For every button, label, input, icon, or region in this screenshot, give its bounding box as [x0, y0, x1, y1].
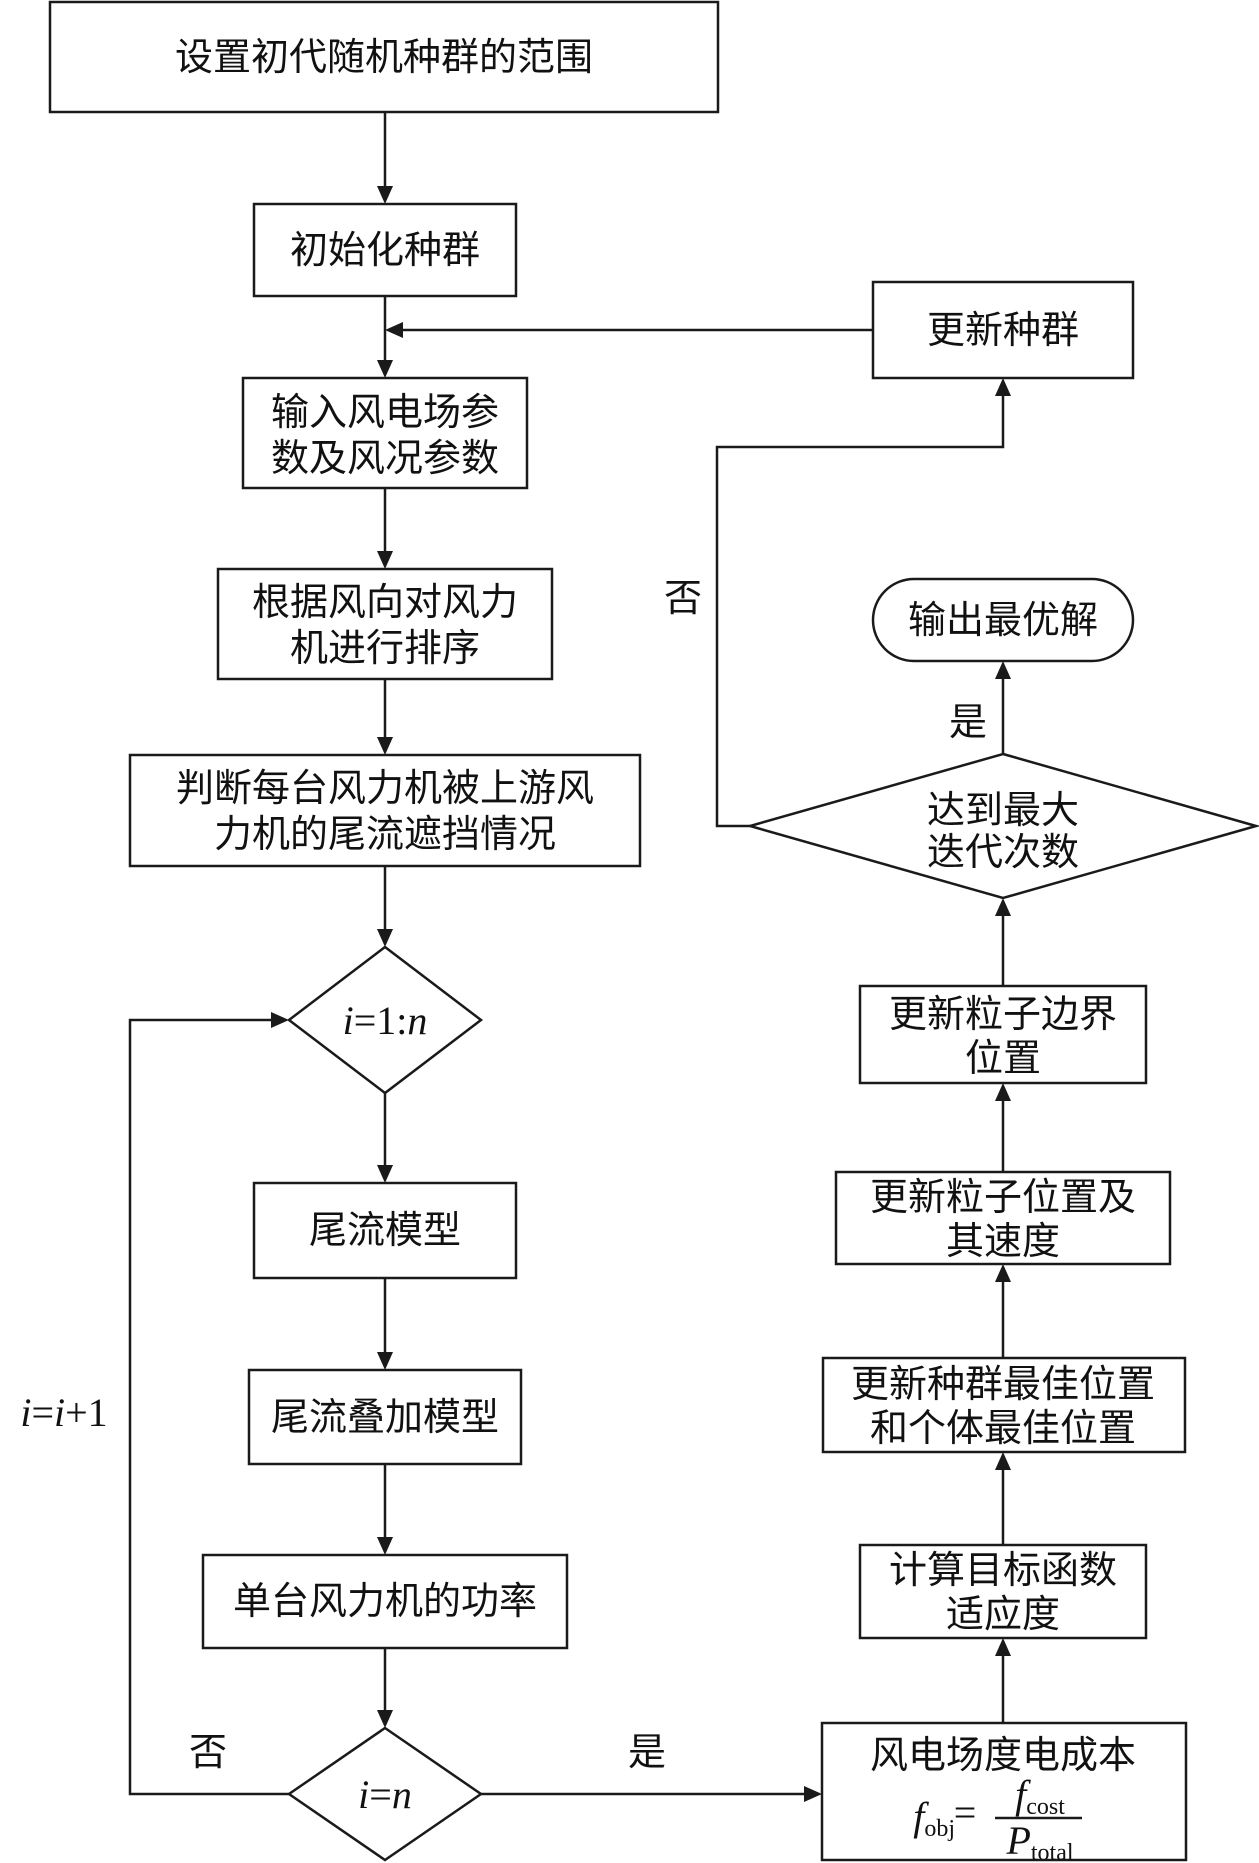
- node-update-pos-vel-line2: 其速度: [946, 1219, 1060, 1263]
- node-judge-wake-line1: 判断每台风力机被上游风: [176, 766, 594, 810]
- node-update-best-line2: 和个体最佳位置: [870, 1406, 1136, 1450]
- label-no-max: 否: [664, 576, 702, 620]
- node-max-iter-line2: 迭代次数: [927, 830, 1079, 874]
- node-update-boundary: 更新粒子边界 位置: [858, 984, 1148, 1085]
- svg-text:fcost: fcost: [1015, 1772, 1065, 1820]
- node-set-range: 设置初代随机种群的范围: [48, 0, 720, 114]
- node-update-pop-label: 更新种群: [927, 308, 1079, 352]
- node-init-pop: 初始化种群: [252, 202, 518, 298]
- node-max-iter-line1: 达到最大: [927, 788, 1079, 832]
- edges: [128, 112, 1011, 1802]
- node-sort-turbines-line2: 机进行排序: [290, 626, 480, 670]
- node-sort-turbines: 根据风向对风力 机进行排序: [216, 567, 554, 681]
- node-update-pop: 更新种群: [871, 280, 1135, 380]
- node-input-params-line1: 输入风电场参: [271, 390, 499, 434]
- node-single-power-label: 单台风力机的功率: [233, 1579, 537, 1623]
- node-update-boundary-line2: 位置: [965, 1036, 1041, 1080]
- node-calc-fitness: 计算目标函数 适应度: [858, 1543, 1148, 1640]
- label-no-loop: 否: [189, 1730, 227, 1774]
- svg-text:=: =: [954, 1790, 977, 1835]
- label-increment: i=i+1: [20, 1390, 107, 1435]
- node-update-boundary-line1: 更新粒子边界: [889, 992, 1117, 1036]
- node-output-best-label: 输出最优解: [908, 598, 1098, 642]
- node-set-range-label: 设置初代随机种群的范围: [175, 35, 593, 79]
- node-calc-fitness-line1: 计算目标函数: [889, 1548, 1117, 1592]
- node-init-pop-label: 初始化种群: [290, 228, 480, 272]
- node-loop-cond: i=1:n: [286, 945, 484, 1095]
- node-sort-turbines-line1: 根据风向对风力: [252, 580, 518, 624]
- node-end-cond: i=n: [286, 1726, 484, 1862]
- node-output-best: 输出最优解: [871, 577, 1135, 663]
- node-loop-cond-label: i=1:n: [343, 998, 428, 1043]
- node-wake-superposition-label: 尾流叠加模型: [271, 1395, 499, 1439]
- node-wake-model: 尾流模型: [252, 1181, 518, 1280]
- node-input-params-line2: 数及风况参数: [271, 436, 499, 480]
- svg-text:Ptotal: Ptotal: [1005, 1818, 1073, 1863]
- node-wake-model-label: 尾流模型: [309, 1208, 461, 1252]
- node-update-best: 更新种群最佳位置 和个体最佳位置: [821, 1356, 1187, 1454]
- node-update-pos-vel-line1: 更新粒子位置及: [870, 1175, 1136, 1219]
- node-judge-wake-line2: 力机的尾流遮挡情况: [214, 812, 556, 856]
- node-update-pos-vel: 更新粒子位置及 其速度: [834, 1170, 1172, 1266]
- node-update-best-line1: 更新种群最佳位置: [851, 1362, 1155, 1406]
- node-cost: 风电场度电成本 fobj = fcost Ptotal: [820, 1721, 1188, 1863]
- node-end-cond-label: i=n: [358, 1772, 412, 1817]
- node-wake-superposition: 尾流叠加模型: [247, 1368, 523, 1466]
- node-judge-wake: 判断每台风力机被上游风 力机的尾流遮挡情况: [128, 753, 642, 868]
- node-cost-title: 风电场度电成本: [870, 1733, 1136, 1777]
- label-yes-end: 是: [628, 1730, 666, 1774]
- node-single-power: 单台风力机的功率: [201, 1553, 569, 1650]
- node-calc-fitness-line2: 适应度: [946, 1592, 1060, 1636]
- node-max-iter: 达到最大 迭代次数: [745, 752, 1259, 900]
- node-input-params: 输入风电场参 数及风况参数: [241, 376, 529, 490]
- label-yes-max: 是: [949, 700, 987, 744]
